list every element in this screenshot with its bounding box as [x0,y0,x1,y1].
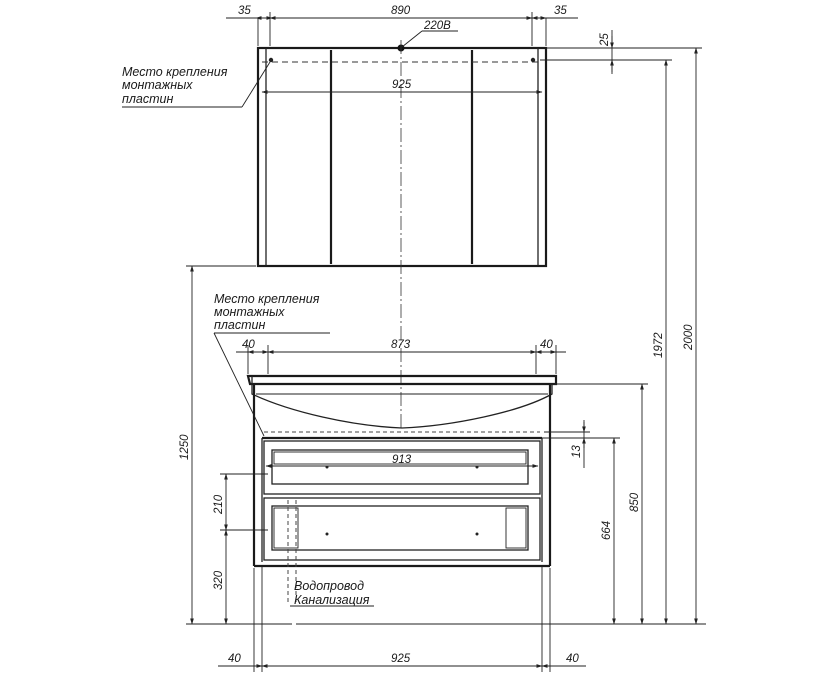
vanity-dim-1972: 1972 [653,332,665,358]
vanity-dim-top-left: 40 [242,339,255,351]
cabinet-dim-width: 890 [391,5,411,17]
vanity-unit: 913 40 873 40 Место крепления монтажных … [179,47,706,672]
svg-text:Канализация: Канализация [294,593,370,607]
vanity-dim-bottom-width: 925 [391,653,411,665]
basin-top [246,374,558,386]
cabinet-dim-power: 220В [423,20,451,32]
vanity-dim-bottom-right: 40 [566,653,579,665]
svg-text:монтажных: монтажных [122,78,193,92]
vanity-mount-note: Место крепления монтажных пластин [213,292,330,437]
vanity-dim-bottom-left: 40 [228,653,241,665]
vanity-dim-top-width: 873 [391,339,411,351]
vanity-dim-top-right: 40 [540,339,553,351]
drawer-lower [263,497,541,561]
plumbing-note: Водопровод Канализация [290,579,374,607]
vanity-dim-850: 850 [629,492,641,512]
svg-text:монтажных: монтажных [214,305,285,319]
svg-text:пластин: пластин [122,92,173,106]
cabinet-dim-left: 35 [238,5,251,17]
vanity-dim-320: 320 [213,570,225,590]
cabinet-mount-note: Место крепления монтажных пластин [122,61,271,108]
basin-bowl [251,384,553,429]
cabinet-mount-point-left [268,57,274,63]
vanity-dim-drawer: 913 [392,454,412,466]
svg-text:Место крепления: Место крепления [122,65,228,79]
cabinet-mount-point-right [530,57,536,63]
svg-text:Водопровод: Водопровод [294,579,364,593]
vanity-dim-664: 664 [601,521,613,540]
vanity-dim-1250: 1250 [179,434,191,460]
vanity-dim-13: 13 [571,445,583,458]
drawer-upper [263,440,541,495]
cabinet-dim-inner: 925 [392,79,412,91]
svg-text:Место крепления: Место крепления [214,292,320,306]
cabinet-dim-top: 25 [599,33,611,47]
vanity-dim-2000: 2000 [683,324,695,351]
mirror-cabinet: 35 890 35 220В 925 25 Место крепления мо… [122,5,618,428]
cabinet-dim-right: 35 [554,5,567,17]
vanity-dim-210: 210 [213,494,225,515]
svg-text:пластин: пластин [214,318,265,332]
